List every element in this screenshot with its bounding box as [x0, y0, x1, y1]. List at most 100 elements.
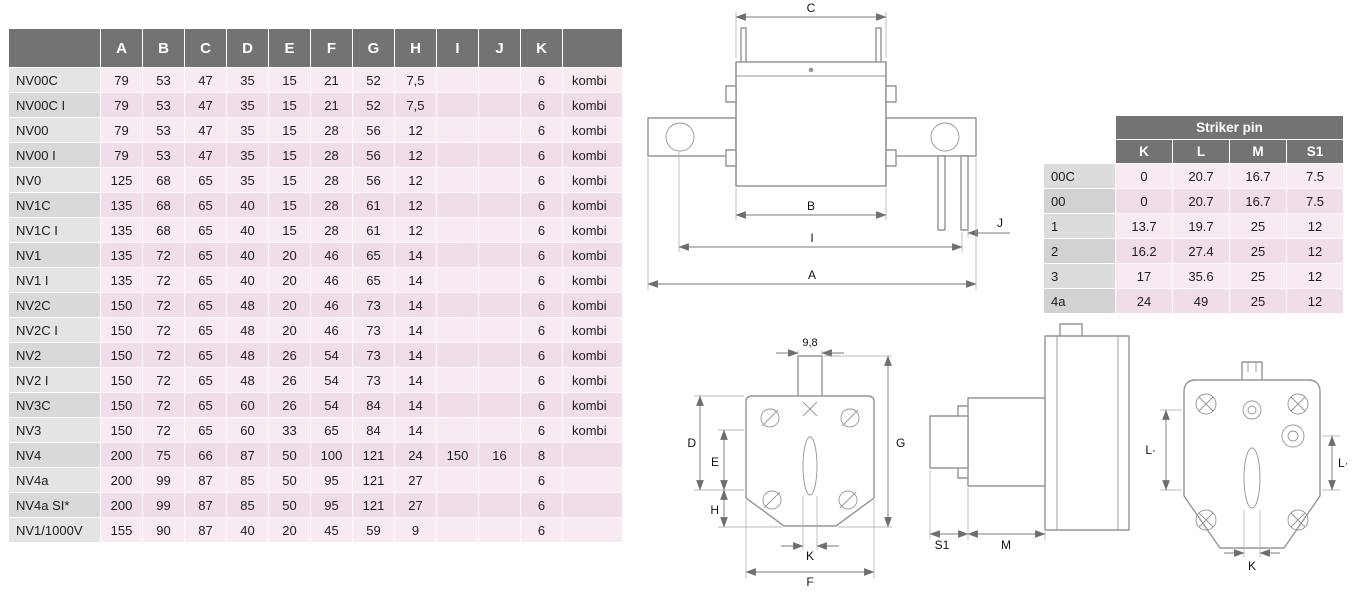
value-cell [478, 167, 521, 193]
value-cell: 47 [184, 117, 227, 143]
value-cell: 12 [1286, 213, 1344, 239]
value-cell: 14 [394, 342, 437, 368]
row-label: NV1 I [8, 267, 101, 293]
value-cell: 75 [142, 442, 185, 468]
value-cell: 65 [184, 167, 227, 193]
value-cell: 40 [226, 242, 269, 268]
value-cell: kombi [562, 267, 623, 293]
value-cell: 61 [352, 217, 395, 243]
row-label: NV1 [8, 242, 101, 268]
value-cell: 40 [226, 517, 269, 543]
value-cell: 150 [100, 342, 143, 368]
value-cell: 47 [184, 67, 227, 93]
value-cell: 35 [226, 92, 269, 118]
value-cell: 45 [310, 517, 353, 543]
value-cell: 135 [100, 217, 143, 243]
value-cell: 7.5 [1286, 188, 1344, 214]
value-cell: 155 [100, 517, 143, 543]
value-cell: 26 [268, 367, 311, 393]
row-label: NV1C I [8, 217, 101, 243]
value-cell: 24 [394, 442, 437, 468]
value-cell: 6 [520, 217, 563, 243]
value-cell: kombi [562, 117, 623, 143]
column-header-C: C [184, 28, 227, 68]
column-header-L: L [1172, 139, 1230, 164]
value-cell: 150 [100, 367, 143, 393]
value-cell: 25 [1229, 263, 1287, 289]
value-cell: 65 [352, 267, 395, 293]
value-cell: 72 [142, 392, 185, 418]
value-cell: 85 [226, 467, 269, 493]
value-cell: 12 [394, 142, 437, 168]
row-label: NV00C [8, 67, 101, 93]
dim-label-L-right: L· [1338, 456, 1349, 470]
value-cell: 68 [142, 167, 185, 193]
value-cell [478, 392, 521, 418]
row-label: 00C [1043, 163, 1116, 189]
value-cell [436, 267, 479, 293]
value-cell: 35.6 [1172, 263, 1230, 289]
value-cell: 46 [310, 242, 353, 268]
value-cell: 135 [100, 267, 143, 293]
fuse-rear-view-drawing: L· L· K [1145, 361, 1349, 573]
value-cell: 25 [1229, 288, 1287, 314]
value-cell: 35 [226, 117, 269, 143]
value-cell: 20 [268, 267, 311, 293]
value-cell: 50 [268, 492, 311, 518]
value-cell: kombi [562, 167, 623, 193]
value-cell: 48 [226, 317, 269, 343]
value-cell: 0 [1115, 188, 1173, 214]
value-cell: 65 [184, 267, 227, 293]
value-cell: 19.7 [1172, 213, 1230, 239]
value-cell [478, 342, 521, 368]
value-cell: 68 [142, 192, 185, 218]
value-cell [478, 467, 521, 493]
value-cell: kombi [562, 342, 623, 368]
row-label: NV4a [8, 467, 101, 493]
value-cell: 8 [520, 442, 563, 468]
value-cell: 65 [184, 317, 227, 343]
value-cell [478, 317, 521, 343]
value-cell [436, 242, 479, 268]
value-cell: 7,5 [394, 67, 437, 93]
value-cell: 72 [142, 417, 185, 443]
value-cell [436, 117, 479, 143]
dim-label-I: I [810, 231, 813, 245]
row-label: NV00 I [8, 142, 101, 168]
value-cell: 20 [268, 517, 311, 543]
value-cell: 16.7 [1229, 188, 1287, 214]
value-cell: 14 [394, 242, 437, 268]
column-header-S1: S1 [1286, 139, 1344, 164]
value-cell: 48 [226, 342, 269, 368]
value-cell: 65 [310, 417, 353, 443]
value-cell: 15 [268, 217, 311, 243]
value-cell: 21 [310, 67, 353, 93]
value-cell: 14 [394, 392, 437, 418]
value-cell [562, 492, 623, 518]
value-cell: 52 [352, 92, 395, 118]
value-cell [562, 517, 623, 543]
value-cell: 12 [1286, 238, 1344, 264]
value-cell: 6 [520, 517, 563, 543]
value-cell [436, 467, 479, 493]
row-label: NV3 [8, 417, 101, 443]
dim-label-H: H [710, 503, 719, 517]
value-cell: 135 [100, 242, 143, 268]
value-cell [436, 492, 479, 518]
value-cell: 72 [142, 292, 185, 318]
value-cell: 85 [226, 492, 269, 518]
value-cell [478, 417, 521, 443]
value-cell [436, 142, 479, 168]
column-header-J: J [478, 28, 521, 68]
column-header-M: M [1229, 139, 1287, 164]
